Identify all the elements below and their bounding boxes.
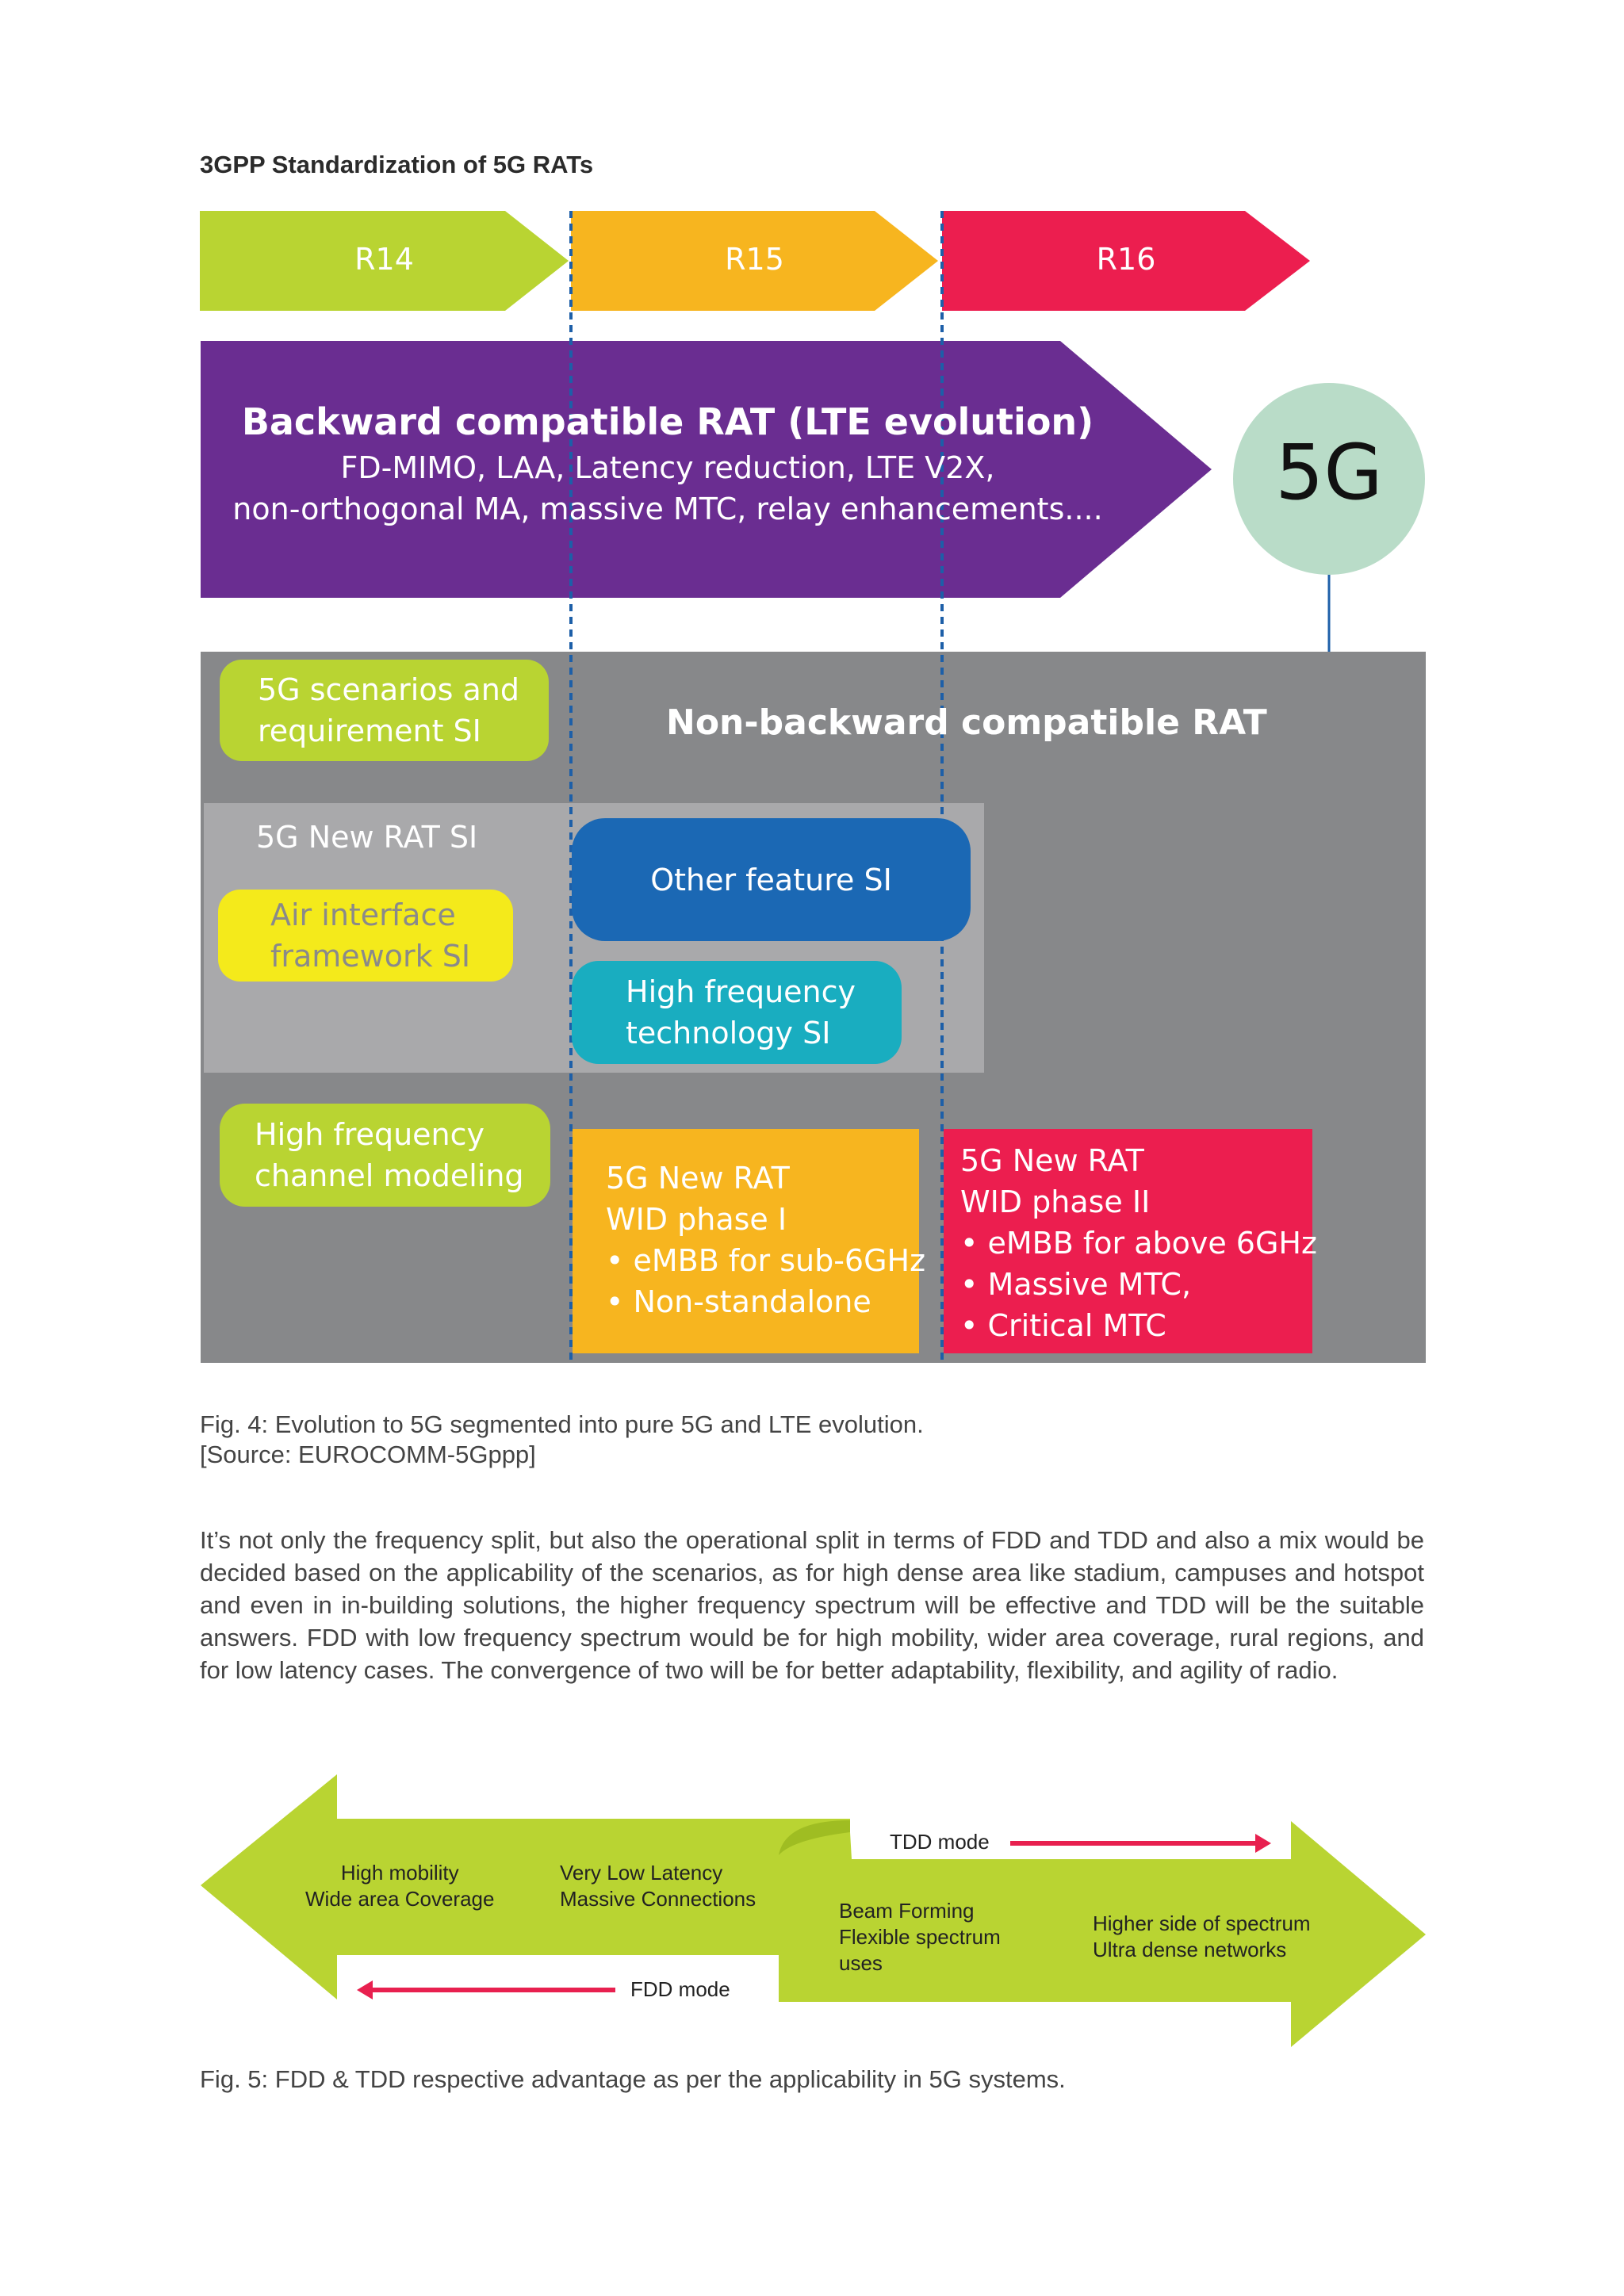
phase2-text: 5G New RAT WID phase II • eMBB for above… (960, 1140, 1317, 1346)
new-rat-si-label: 5G New RAT SI (256, 820, 478, 855)
air-interface-pill: Air interface framework SI (218, 890, 513, 982)
5g-badge-circle (1233, 383, 1425, 575)
release-arrow-r16 (942, 211, 1310, 311)
fdd-col1-line1: High mobility (340, 1861, 459, 1885)
fdd-advantage-col2: Very Low Latency Massive Connections (560, 1860, 756, 1912)
tdd-col2-line1: Higher side of spectrum (1093, 1911, 1311, 1935)
tdd-col1-line3: uses (839, 1951, 883, 1975)
tdd-mode-arrow-head (1255, 1834, 1271, 1853)
tdd-arrow (779, 1820, 1426, 2047)
tdd-col1-line2: Flexible spectrum (839, 1925, 1001, 1949)
backward-rat-features-line1: FD-MIMO, LAA, Latency reduction, LTE V2X… (340, 450, 995, 485)
phase1-bullet1: • eMBB for sub-6GHz (606, 1243, 926, 1278)
release-arrow-r14 (200, 211, 569, 311)
high-freq-tech-line2: technology SI (626, 1016, 831, 1050)
tdd-mode-label: TDD mode (890, 1830, 990, 1854)
release-label-r15: R15 (725, 242, 784, 277)
fdd-arrow (201, 1774, 850, 1999)
fdd-advantage-col1: High mobility Wide area Coverage (305, 1860, 494, 1912)
phase2-bullet1: • eMBB for above 6GHz (960, 1226, 1317, 1261)
high-freq-tech-pill: High frequency technology SI (572, 961, 902, 1064)
backward-rat-features-line2: non-orthogonal MA, massive MTC, relay en… (232, 492, 1103, 526)
channel-modeling-line1: High frequency (255, 1117, 485, 1152)
backward-rat-arrow (201, 341, 1212, 598)
body-paragraph: It’s not only the frequency split, but a… (200, 1526, 1424, 1684)
other-feature-label: Other feature SI (650, 862, 892, 897)
figure-heading: 3GPP Standardization of 5G RATs (200, 151, 594, 178)
phase1-line1: 5G New RAT (606, 1161, 790, 1196)
tdd-advantage-col1: Beam Forming Flexible spectrum uses (839, 1898, 1001, 1976)
phase2-bullet2: • Massive MTC, (960, 1267, 1192, 1302)
phase2-line1: 5G New RAT (960, 1143, 1144, 1178)
other-feature-pill: Other feature SI (572, 818, 971, 941)
non-backward-title: Non-backward compatible RAT (666, 702, 1267, 743)
phase2-box (944, 1129, 1312, 1353)
fdd-mode-label: FDD mode (630, 1977, 730, 2001)
figure-4-caption-line2: [Source: EUROCOMM-5Gppp] (200, 1441, 536, 1468)
tdd-col2-line2: Ultra dense networks (1093, 1938, 1287, 1961)
tdd-advantage-col2: Higher side of spectrum Ultra dense netw… (1093, 1911, 1311, 1963)
high-freq-tech-line1: High frequency (626, 974, 856, 1009)
air-interface-line2: framework SI (270, 939, 471, 974)
phase2-bullet3: • Critical MTC (960, 1308, 1166, 1343)
figure-4-caption-line1: Fig. 4: Evolution to 5G segmented into p… (200, 1410, 924, 1438)
tdd-col1-line1: Beam Forming (839, 1899, 975, 1923)
figure-5-caption: Fig. 5: FDD & TDD respective advantage a… (200, 2065, 1066, 2093)
tdd-arrow-curl (779, 1820, 850, 1855)
5g-badge-label: 5G (1275, 428, 1383, 517)
scenarios-si-pill: 5G scenarios and requirement SI (220, 660, 549, 761)
release-arrow-r15 (571, 211, 938, 311)
channel-modeling-line2: channel modeling (255, 1158, 524, 1193)
phase1-text: 5G New RAT WID phase I • eMBB for sub-6G… (606, 1158, 925, 1322)
fdd-mode-arrow-head (357, 1980, 373, 1999)
release-label-r14: R14 (354, 242, 414, 277)
fdd-col2-line1: Very Low Latency (560, 1861, 723, 1885)
scenarios-si-line2: requirement SI (258, 714, 481, 748)
channel-modeling-pill: High frequency channel modeling (220, 1104, 550, 1207)
scenarios-si-line1: 5G scenarios and (258, 672, 519, 707)
phase1-line2: WID phase I (606, 1202, 787, 1237)
phase1-bullet2: • Non-standalone (606, 1284, 871, 1319)
air-interface-line1: Air interface (270, 897, 456, 932)
backward-rat-title: Backward compatible RAT (LTE evolution) (241, 400, 1094, 443)
figure-4-caption: Fig. 4: Evolution to 5G segmented into p… (200, 1410, 924, 1470)
fdd-col1-line2: Wide area Coverage (305, 1887, 495, 1911)
phase2-line2: WID phase II (960, 1184, 1151, 1219)
release-label-r16: R16 (1096, 242, 1156, 277)
phase1-box (573, 1129, 919, 1353)
fdd-col2-line2: Massive Connections (560, 1887, 756, 1911)
